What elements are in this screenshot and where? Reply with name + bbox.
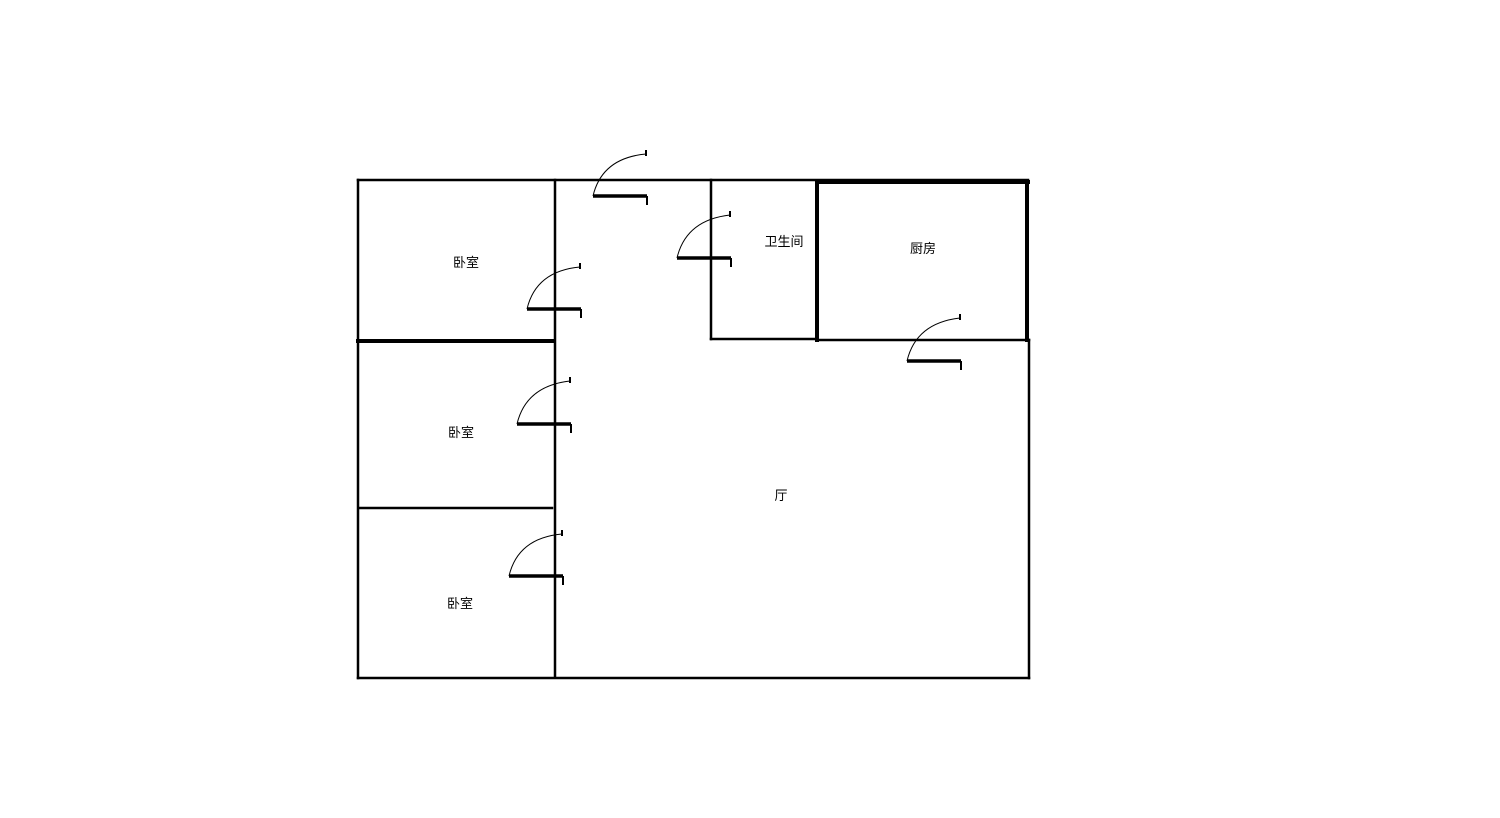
room-label-kitchen: 厨房 [910,241,936,257]
door-bathroom [676,211,732,267]
door-swing-arc [516,380,571,425]
door-bedroom-middle [516,377,572,433]
room-label-bedroom-middle: 卧室 [448,425,474,441]
door-swing-arc [508,533,563,577]
door-kitchen [906,314,962,370]
door-swing-arc [906,317,961,362]
interior-walls [356,178,1031,678]
door-bedroom-bottom [508,530,564,585]
door-swing-arc [526,266,581,310]
room-label-hall: 厅 [774,489,787,504]
door-swing-arc [676,214,731,259]
door-bedroom-top [526,263,582,318]
room-label-bedroom-top: 卧室 [453,255,479,271]
door-entrance [592,150,648,205]
room-label-bathroom: 卫生间 [764,235,803,250]
door-swing-arc [592,153,647,197]
room-label-bedroom-bottom: 卧室 [447,596,473,612]
